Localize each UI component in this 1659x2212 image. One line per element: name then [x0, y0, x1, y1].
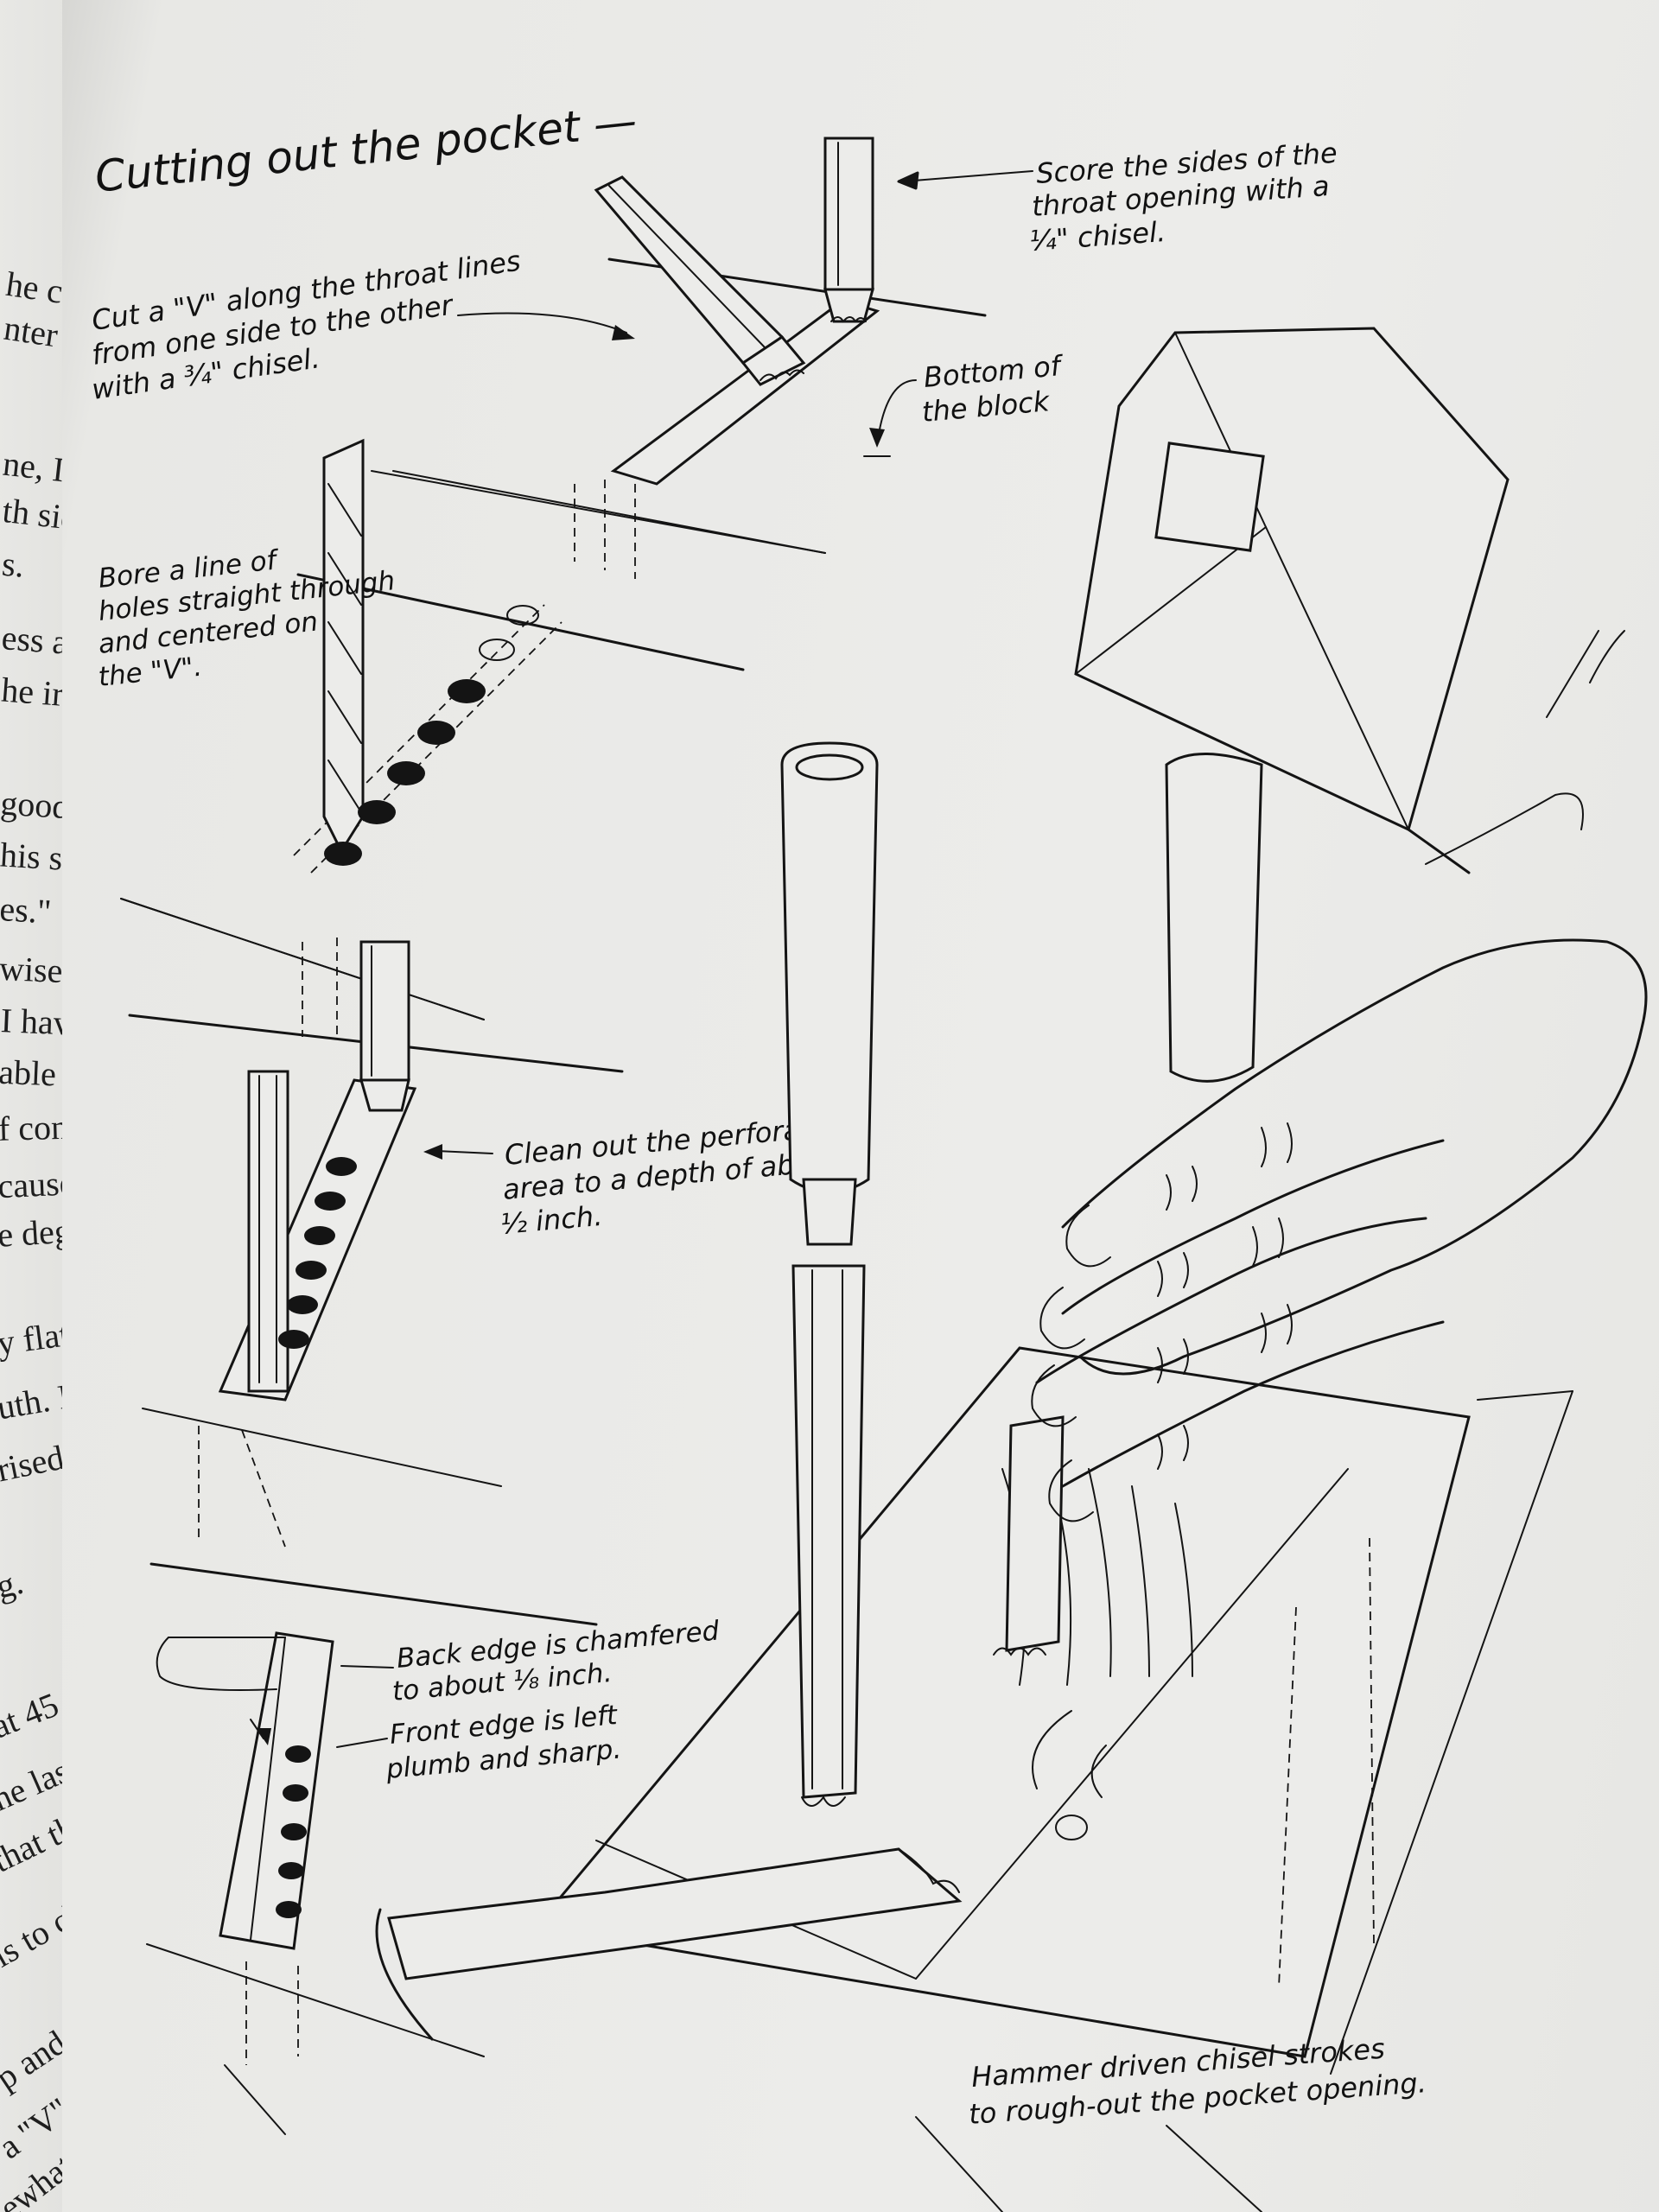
page-heading: Cutting out the pocket — — [92, 95, 639, 202]
bored-hole — [448, 679, 486, 703]
bored-hole — [387, 761, 425, 785]
bored-hole — [417, 721, 455, 745]
clean-out-line-3: ½ inch. — [499, 1199, 603, 1241]
bored-hole — [358, 800, 396, 824]
hammer-strokes-caption: Hammer driven chisel strokes to rough-ou… — [968, 2032, 1427, 2131]
bottom-block-caption: Bottom of the block — [863, 349, 1065, 457]
bore-holes-caption: Bore a line of holes straight through an… — [97, 544, 397, 693]
v-cut-panel — [392, 137, 987, 579]
chamfer-panel — [146, 1562, 598, 2135]
hammer-scene — [375, 327, 1648, 2212]
bored-hole — [324, 842, 362, 866]
edge-captions: Back edge is chamfered to about ⅛ inch. … — [336, 1615, 721, 1785]
cut-v-caption: Cut a "V" along the throat lines from on… — [90, 245, 635, 406]
bore-holes-panel — [120, 438, 826, 1037]
score-sides-caption: Score the sides of the throat opening wi… — [897, 137, 1338, 257]
clean-out-caption: Clean out the perforated area to a depth… — [423, 1109, 847, 1241]
clean-out-panel — [120, 898, 624, 1548]
